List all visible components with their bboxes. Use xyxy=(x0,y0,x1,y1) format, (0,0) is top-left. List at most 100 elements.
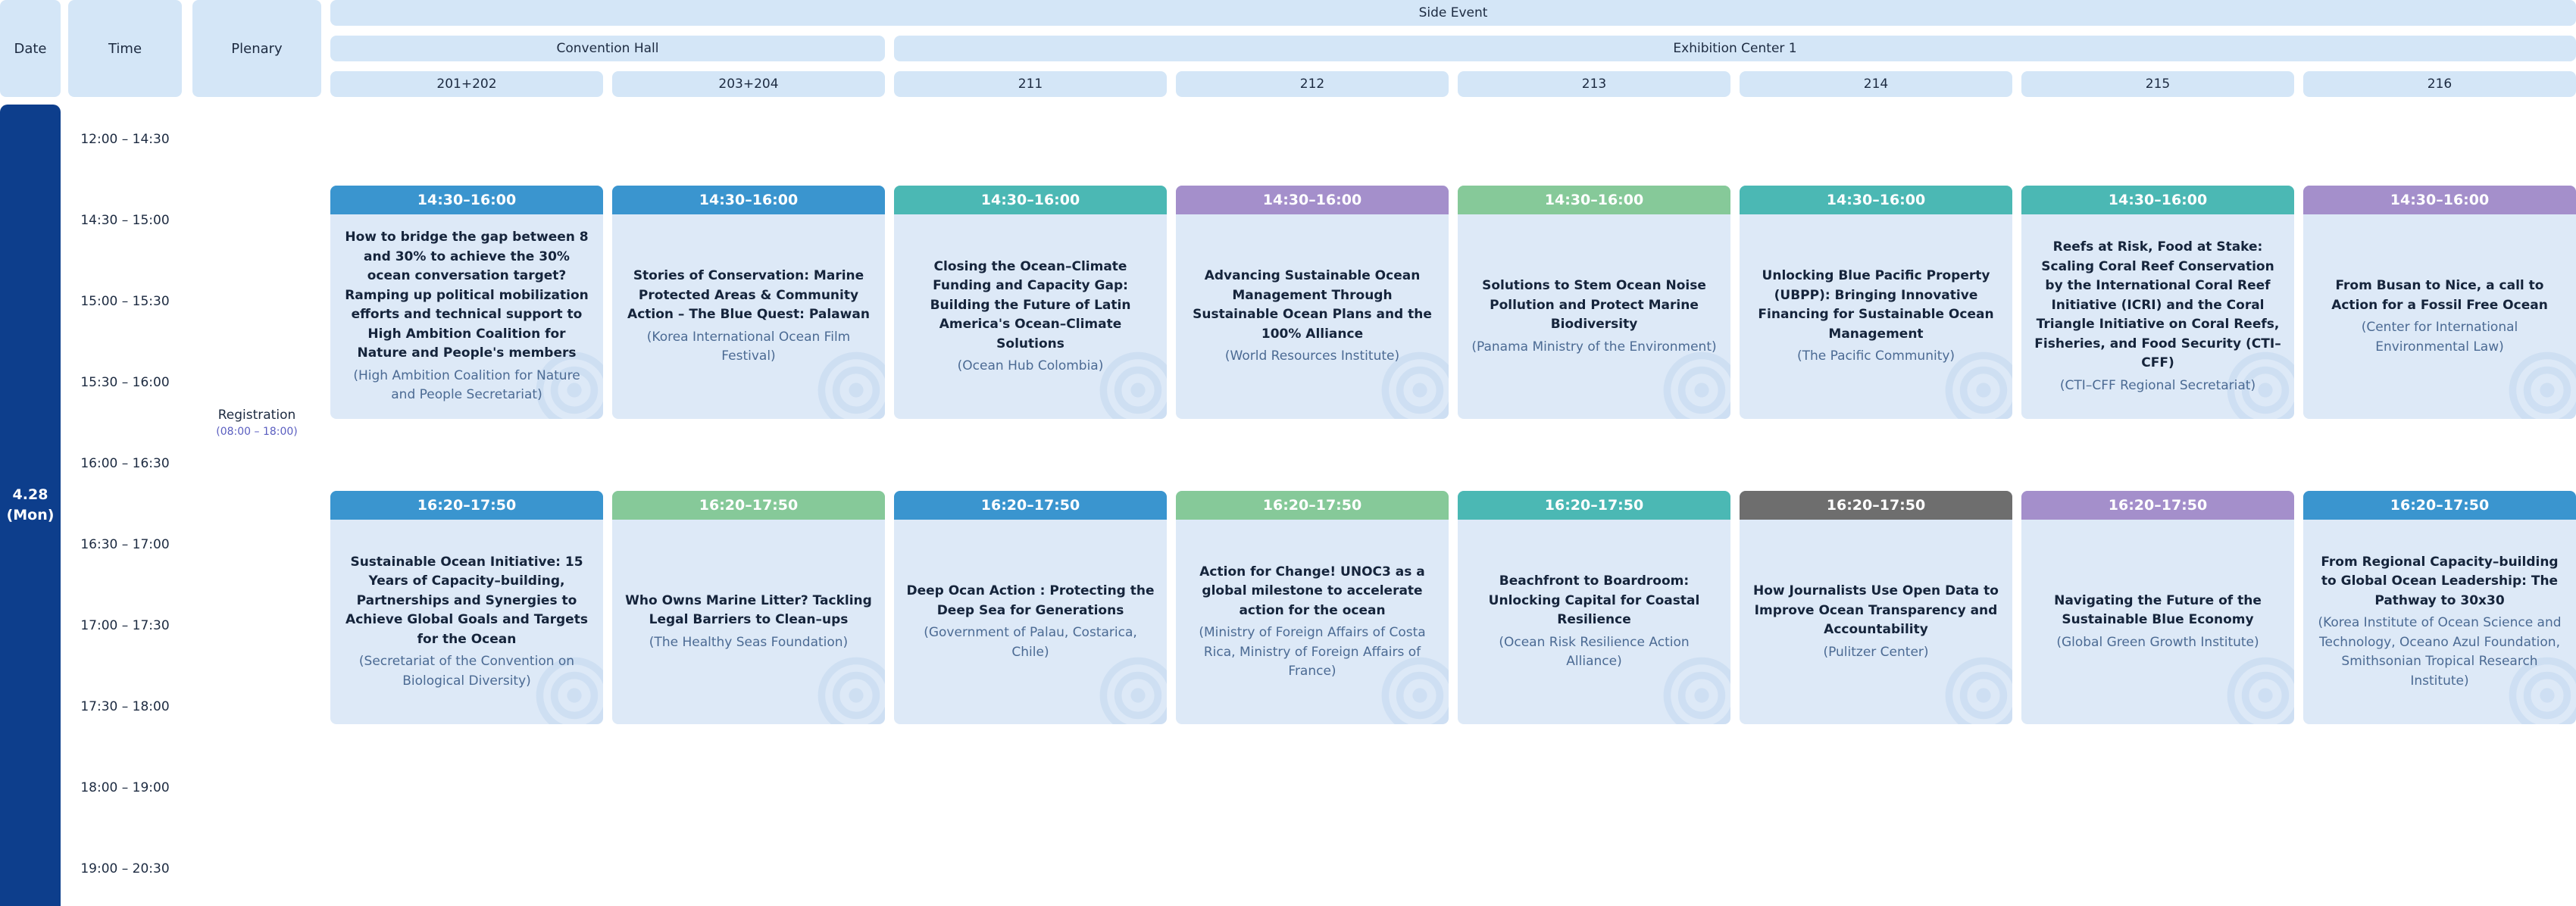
session-organizer: (World Resources Institute) xyxy=(1224,348,1400,364)
session-time: 16:20–17:50 xyxy=(330,491,603,520)
session-organizer: (Ocean Risk Resilience Action Alliance) xyxy=(1499,634,1690,670)
room-header: 211 xyxy=(894,71,1167,97)
session-body: Stories of Conservation: Marine Protecte… xyxy=(612,214,885,419)
wave-watermark-icon xyxy=(536,657,603,724)
session-organizer: (Ministry of Foreign Affairs of Costa Ri… xyxy=(1199,625,1426,679)
side-event-header: Side Event xyxy=(330,0,2576,26)
session-body: From Regional Capacity–building to Globa… xyxy=(2303,520,2576,724)
session-title: Reefs at Risk, Food at Stake: Scaling Co… xyxy=(2034,239,2281,370)
session-body: Beachfront to Boardroom: Unlocking Capit… xyxy=(1458,520,1730,724)
session-organizer: (Ocean Hub Colombia) xyxy=(957,358,1104,373)
session-time: 14:30–16:00 xyxy=(1458,186,1730,214)
wave-watermark-icon xyxy=(2509,657,2576,724)
wave-watermark-icon xyxy=(2227,657,2294,724)
time-slot: 17:30 – 18:00 xyxy=(80,699,170,714)
session-time: 14:30–16:00 xyxy=(1176,186,1449,214)
session-title: Action for Change! UNOC3 as a global mil… xyxy=(1199,564,1425,618)
time-slot: 12:00 – 14:30 xyxy=(80,132,170,147)
session-time: 16:20–17:50 xyxy=(1176,491,1449,520)
session-title: Unlocking Blue Pacific Property (UBPP): … xyxy=(1758,268,1994,342)
wave-watermark-icon xyxy=(818,657,885,724)
room-header: 216 xyxy=(2303,71,2576,97)
session-time: 14:30–16:00 xyxy=(330,186,603,214)
wave-watermark-icon xyxy=(1663,657,1730,724)
session-organizer: (CTI–CFF Regional Secretariat) xyxy=(2059,377,2256,393)
session-organizer: (Secretariat of the Convention on Biolog… xyxy=(358,654,575,689)
session-time: 16:20–17:50 xyxy=(1458,491,1730,520)
room-header: 214 xyxy=(1740,71,2012,97)
registration-time: (08:00 – 18:00) xyxy=(216,426,298,438)
wave-watermark-icon xyxy=(2509,351,2576,419)
venue-exhibition-center-1: Exhibition Center 1 xyxy=(894,36,2576,61)
time-slot: 15:30 – 16:00 xyxy=(80,375,170,390)
session-organizer: (The Pacific Community) xyxy=(1796,348,1955,364)
session-time: 16:20–17:50 xyxy=(2303,491,2576,520)
time-slot: 19:00 – 20:30 xyxy=(80,861,170,876)
session-body: Action for Change! UNOC3 as a global mil… xyxy=(1176,520,1449,724)
session-title: Sustainable Ocean Initiative: 15 Years o… xyxy=(345,554,588,647)
session-organizer: (Korea International Ocean Film Festival… xyxy=(646,329,851,364)
session-title: Advancing Sustainable Ocean Management T… xyxy=(1193,268,1432,342)
time-slot: 14:30 – 15:00 xyxy=(80,213,170,228)
session-body: Navigating the Future of the Sustainable… xyxy=(2021,520,2294,724)
session-title: How Journalists Use Open Data to Improve… xyxy=(1753,583,1999,637)
wave-watermark-icon xyxy=(1099,351,1167,419)
wave-watermark-icon xyxy=(818,351,885,419)
session-organizer: (High Ambition Coalition for Nature and … xyxy=(353,367,580,403)
room-header: 213 xyxy=(1458,71,1730,97)
registration-label: Registration xyxy=(217,408,296,423)
session-organizer: (Panama Ministry of the Environment) xyxy=(1471,339,1717,355)
session-body: How Journalists Use Open Data to Improve… xyxy=(1740,520,2012,724)
room-header: 212 xyxy=(1176,71,1449,97)
room-header: 201+202 xyxy=(330,71,603,97)
wave-watermark-icon xyxy=(1099,657,1167,724)
session-time: 16:20–17:50 xyxy=(1740,491,2012,520)
session-body: Unlocking Blue Pacific Property (UBPP): … xyxy=(1740,214,2012,419)
session-title: Solutions to Stem Ocean Noise Pollution … xyxy=(1482,278,1706,332)
session-body: Sustainable Ocean Initiative: 15 Years o… xyxy=(330,520,603,724)
session-title: From Regional Capacity–building to Globa… xyxy=(2321,554,2559,608)
session-body: Closing the Ocean–Climate Funding and Ca… xyxy=(894,214,1167,419)
session-body: Advancing Sustainable Ocean Management T… xyxy=(1176,214,1449,419)
session-time: 14:30–16:00 xyxy=(2303,186,2576,214)
day-date: 4.28 xyxy=(12,486,48,504)
wave-watermark-icon xyxy=(1381,351,1449,419)
session-organizer: (The Healthy Seas Foundation) xyxy=(649,634,849,650)
plenary-registration: Registration (08:00 – 18:00) xyxy=(192,408,321,438)
session-body: From Busan to Nice, a call to Action for… xyxy=(2303,214,2576,419)
session-time: 16:20–17:50 xyxy=(2021,491,2294,520)
session-body: Solutions to Stem Ocean Noise Pollution … xyxy=(1458,214,1730,419)
session-organizer: (Global Green Growth Institute) xyxy=(2056,634,2259,650)
wave-watermark-icon xyxy=(1381,657,1449,724)
session-time: 14:30–16:00 xyxy=(894,186,1167,214)
venue-convention-hall: Convention Hall xyxy=(330,36,885,61)
session-body: Deep Ocan Action : Protecting the Deep S… xyxy=(894,520,1167,724)
session-organizer: (Center for International Environmental … xyxy=(2361,320,2518,355)
plenary-header: Plenary xyxy=(192,0,321,97)
wave-watermark-icon xyxy=(1945,351,2012,419)
session-title: Beachfront to Boardroom: Unlocking Capit… xyxy=(1488,573,1700,628)
day-bar: 4.28 (Mon) xyxy=(0,105,61,906)
day-weekday: (Mon) xyxy=(6,507,55,523)
session-body: Who Owns Marine Litter? Tackling Legal B… xyxy=(612,520,885,724)
session-title: Closing the Ocean–Climate Funding and Ca… xyxy=(930,258,1131,351)
wave-watermark-icon xyxy=(2227,351,2294,419)
wave-watermark-icon xyxy=(1663,351,1730,419)
session-body: Reefs at Risk, Food at Stake: Scaling Co… xyxy=(2021,214,2294,419)
